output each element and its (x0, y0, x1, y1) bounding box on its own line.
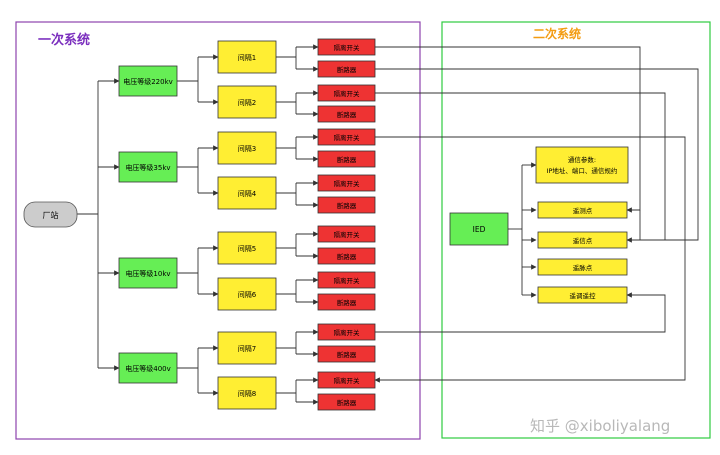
telemetry-label: 遥测点 (573, 206, 593, 215)
device-label: 断路器 (337, 110, 357, 119)
device-node[interactable]: 隔离开关 (317, 323, 376, 341)
device-label: 隔离开关 (334, 328, 361, 337)
voltage-level-label: 电压等级400v (125, 364, 171, 373)
device-label: 隔离开关 (334, 376, 361, 385)
bay-label: 间隔3 (238, 144, 256, 153)
teleadjust-to-device-line (374, 240, 686, 383)
secondary-system-panel (441, 21, 711, 439)
voltage-level-node[interactable]: 电压等级220kv (118, 65, 178, 97)
bay-label: 间隔4 (238, 189, 257, 198)
device-label: 断路器 (337, 252, 357, 261)
device-to-telesignal-line (375, 92, 666, 240)
station-label: 厂站 (43, 210, 59, 220)
bay-node[interactable]: 间隔7 (217, 331, 277, 365)
bay-node[interactable]: 间隔2 (217, 85, 277, 119)
device-node[interactable]: 隔离开关 (317, 225, 376, 243)
ied-label: IED (473, 225, 486, 234)
bay-label: 间隔6 (238, 290, 257, 299)
bay-node[interactable]: 间隔8 (217, 376, 277, 410)
device-node[interactable]: 隔离开关 (317, 38, 376, 56)
device-node[interactable]: 隔离开关 (317, 128, 376, 146)
device-label: 隔离开关 (334, 179, 361, 188)
bay-label: 间隔5 (238, 244, 256, 253)
device-node[interactable]: 断路器 (317, 60, 376, 78)
ied-node[interactable]: IED (449, 212, 509, 246)
watermark-text: 知乎 @xiboliyalang (530, 417, 670, 435)
voltage-level-node[interactable]: 电压等级10kv (118, 257, 178, 289)
voltage-level-label: 电压等级10kv (125, 269, 170, 278)
comm-params-label: 通信参数: (568, 155, 596, 164)
device-label: 隔离开关 (334, 43, 361, 52)
device-label: 隔离开关 (334, 89, 361, 98)
device-label: 隔离开关 (334, 276, 361, 285)
device-label: 断路器 (337, 398, 357, 407)
device-label: 隔离开关 (334, 230, 361, 239)
comm-params-detail: IP地址、端口、通信规约 (547, 166, 618, 175)
bay-node[interactable]: 间隔1 (217, 40, 277, 74)
telesignal-node[interactable]: 遥信点 (537, 231, 628, 249)
device-label: 断路器 (337, 350, 357, 359)
bay-label: 间隔8 (238, 389, 256, 398)
device-node[interactable]: 断路器 (317, 393, 376, 411)
station-node[interactable]: 厂站 (23, 201, 78, 228)
voltage-level-node[interactable]: 电压等级400v (118, 352, 178, 384)
secondary-system-title: 二次系统 (533, 26, 581, 41)
voltage-level-label: 电压等级35kv (125, 163, 170, 172)
primary-system-title: 一次系统 (38, 32, 90, 48)
device-to-telesignal-line (375, 68, 699, 243)
bay-node[interactable]: 间隔4 (217, 176, 277, 210)
device-label: 断路器 (337, 298, 357, 307)
device-to-telesignal-line (375, 136, 686, 240)
device-label: 断路器 (337, 201, 357, 210)
bay-node[interactable]: 间隔5 (217, 231, 277, 265)
device-node[interactable]: 断路器 (317, 105, 376, 123)
connector-lines (77, 44, 699, 405)
device-node[interactable]: 隔离开关 (317, 174, 376, 192)
telepulse-node[interactable]: 遥脉点 (537, 258, 628, 276)
bay-node[interactable]: 间隔6 (217, 277, 277, 311)
device-node[interactable]: 断路器 (317, 247, 376, 265)
device-label: 断路器 (337, 155, 357, 164)
device-label: 隔离开关 (334, 133, 361, 142)
voltage-level-label: 电压等级220kv (123, 77, 173, 86)
teleadjust-to-device-line (375, 292, 666, 333)
comm-params-node[interactable]: 通信参数: IP地址、端口、通信规约 (535, 146, 629, 184)
primary-system-panel (15, 21, 421, 440)
device-node[interactable]: 断路器 (317, 293, 376, 311)
telepulse-label: 遥脉点 (573, 263, 593, 272)
telesignal-label: 遥信点 (573, 236, 593, 245)
device-node[interactable]: 断路器 (317, 196, 376, 214)
telemetry-node[interactable]: 遥测点 (537, 201, 628, 219)
teleadjust-control-label: 遥调遥控 (570, 291, 597, 300)
device-label: 断路器 (337, 65, 357, 74)
bay-label: 间隔1 (238, 53, 256, 62)
device-node[interactable]: 隔离开关 (317, 271, 376, 289)
bay-node[interactable]: 间隔3 (217, 131, 277, 165)
device-node[interactable]: 断路器 (317, 345, 376, 363)
device-node[interactable]: 断路器 (317, 150, 376, 168)
bay-label: 间隔7 (238, 344, 256, 353)
teleadjust-control-node[interactable]: 遥调遥控 (537, 286, 628, 304)
device-node[interactable]: 隔离开关 (317, 84, 376, 102)
voltage-level-node[interactable]: 电压等级35kv (118, 151, 178, 183)
bay-label: 间隔2 (238, 98, 256, 107)
device-node[interactable]: 隔离开关 (317, 371, 376, 389)
device-to-telemetry-line (375, 46, 641, 213)
